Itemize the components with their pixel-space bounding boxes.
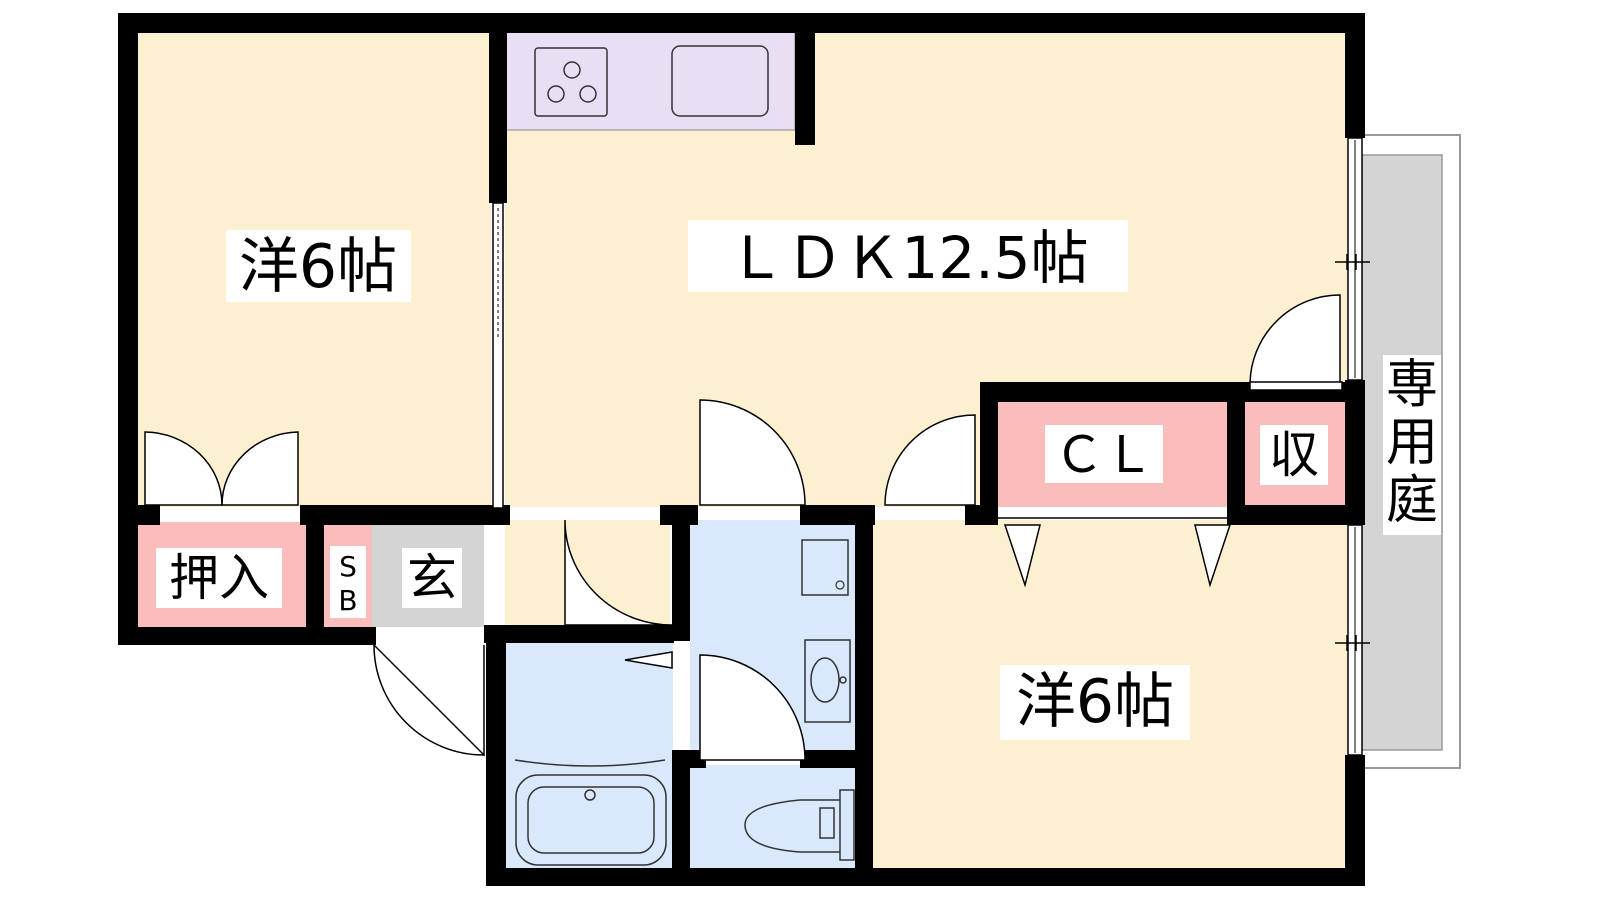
window-right-lower (1335, 524, 1370, 756)
stove-icon (534, 47, 608, 117)
doors (144, 294, 1343, 761)
walls (118, 13, 1365, 886)
ldk-label: ＬＤＫ12.5帖 (727, 224, 1088, 292)
sliding-partition (492, 202, 504, 509)
kitchen-sink-icon (671, 45, 769, 117)
western-room-1-label: 洋6帖 (239, 232, 397, 302)
closet-folding-doors (998, 517, 1232, 588)
oshiire-label: 押入 (169, 549, 269, 607)
shoe-box-label-s: S (339, 550, 357, 583)
bath-door-icon (624, 651, 673, 669)
entrance-label: 玄 (407, 549, 457, 607)
washing-machine-icon (801, 539, 849, 596)
shoe-box-label-b: B (338, 584, 357, 617)
window-right-upper (1335, 137, 1370, 381)
bathtub-icon (514, 759, 667, 866)
toilet-icon (744, 789, 855, 861)
bathroom-floor (505, 640, 673, 870)
western-room-2-label: 洋6帖 (1016, 667, 1174, 737)
toilet-floor (690, 765, 855, 870)
private-garden-label: 専用庭 (1386, 355, 1438, 531)
closet-label: ＣＬ (1054, 426, 1154, 484)
wash-basin-icon (804, 639, 851, 723)
storage-label: 収 (1269, 426, 1319, 484)
